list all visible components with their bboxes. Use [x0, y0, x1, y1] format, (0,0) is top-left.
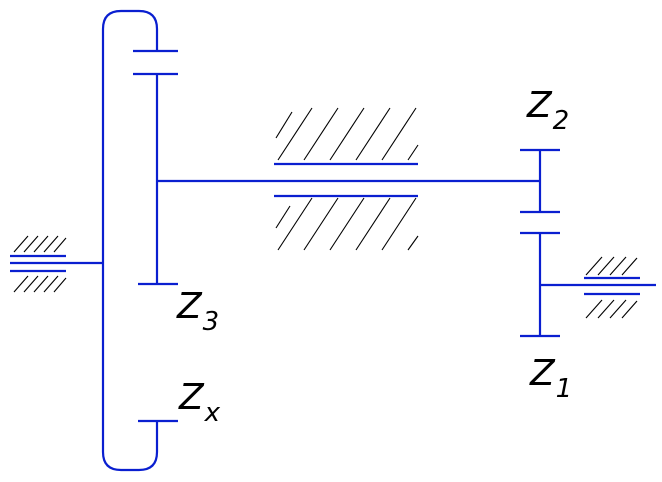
gear-z3: [138, 74, 178, 286]
label-z2: Z2: [527, 85, 569, 135]
gear-z2: [520, 148, 560, 214]
label-z3-sub: 3: [202, 307, 220, 337]
right-bearing-hatch-top: [585, 256, 638, 276]
right-bearing: [584, 256, 640, 319]
label-z2-sub: 2: [552, 106, 570, 136]
central-frame-support: [274, 107, 419, 251]
label-zx: Zx: [179, 377, 220, 427]
left-bearing: [10, 235, 67, 293]
label-z1-sub: 1: [555, 374, 573, 404]
label-zx-sub: x: [204, 398, 221, 428]
left-bearing-hatch-bottom: [13, 275, 67, 293]
label-z1-main: Z: [530, 353, 555, 394]
label-z3: Z3: [177, 286, 219, 336]
label-z1: Z1: [530, 353, 572, 403]
central-hatch-top: [275, 107, 419, 161]
label-z3-main: Z: [177, 286, 202, 327]
label-zx-main: Z: [179, 377, 204, 418]
ring-gear-body: [101, 9, 159, 472]
right-bearing-hatch-bottom: [585, 299, 638, 319]
label-z2-main: Z: [527, 85, 552, 126]
central-hatch-bottom: [275, 197, 419, 251]
ring-gear-upper-teeth: [133, 49, 178, 76]
left-bearing-hatch-top: [13, 235, 67, 253]
